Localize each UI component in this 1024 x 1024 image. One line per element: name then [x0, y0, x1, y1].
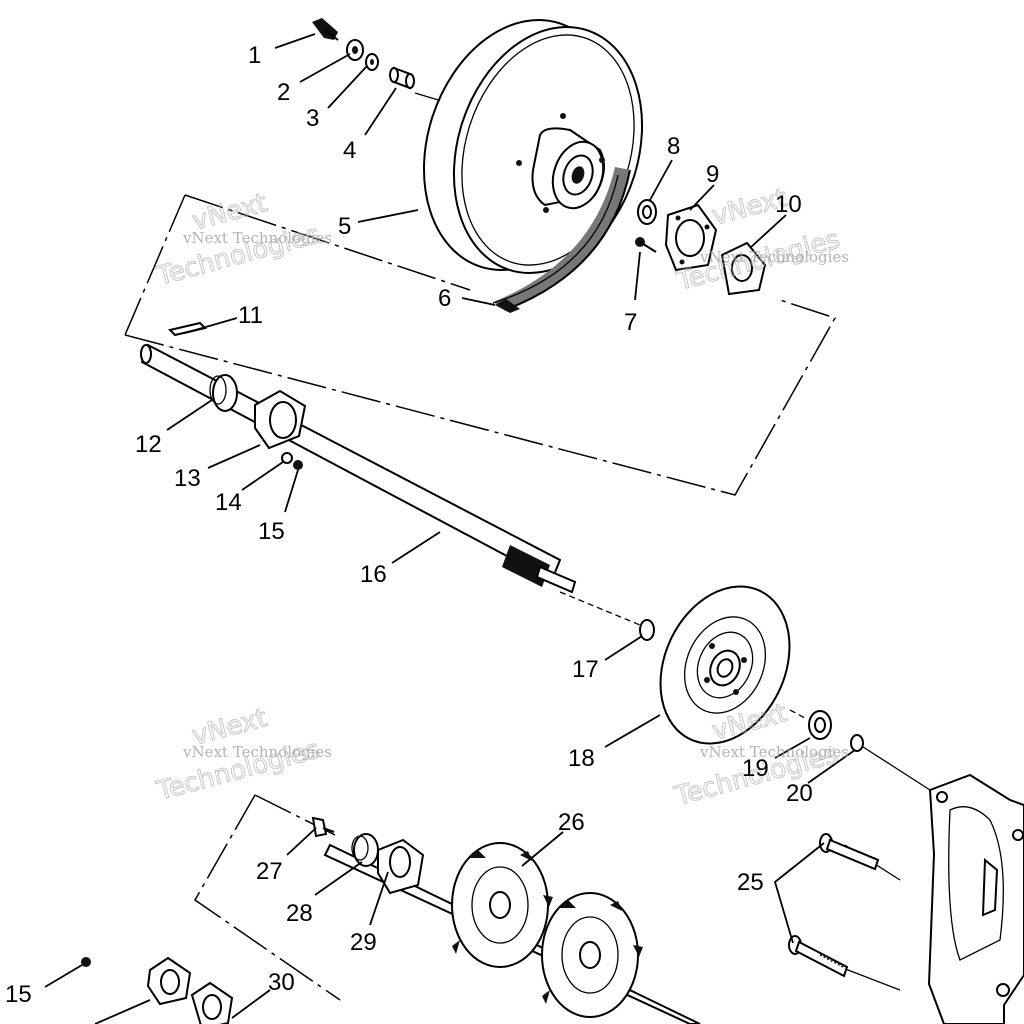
callout-6: 6 — [438, 285, 451, 312]
part-14-washer — [281, 452, 293, 464]
callout-17: 17 — [572, 656, 599, 683]
part-5-pulley — [422, 18, 644, 275]
callout-10: 10 — [775, 191, 802, 218]
callout-15: 15 — [258, 518, 285, 545]
callout-8: 8 — [667, 133, 680, 160]
part-2-washer — [346, 39, 364, 61]
callout-12: 12 — [135, 431, 162, 458]
part-7-screw — [635, 237, 657, 253]
watermark-small-text: vNext Technologies — [699, 248, 849, 266]
watermark-small-text: vNext Technologies — [699, 743, 849, 761]
callout-16: 16 — [360, 561, 387, 588]
part-26-track-sprocket-2 — [541, 892, 643, 1018]
watermark-group: vNext vNext Technologies Technologies vN… — [153, 183, 849, 813]
part-16-shaft — [140, 343, 577, 594]
callout-labels: 1 2 3 4 5 6 7 8 9 10 11 12 13 14 15 16 1… — [5, 42, 813, 1008]
callout-3: 3 — [306, 105, 319, 132]
callout-5: 5 — [338, 213, 351, 240]
chaincase-housing — [927, 773, 1024, 1024]
part-15-nut-lower — [81, 957, 91, 967]
callout-26: 26 — [558, 809, 585, 836]
callout-14: 14 — [215, 489, 242, 516]
upper-assembly-boundary — [124, 194, 837, 496]
part-3-lock-washer — [365, 53, 379, 71]
callout-25: 25 — [737, 869, 764, 896]
part-25-bolts — [788, 833, 880, 978]
callout-29: 29 — [350, 929, 377, 956]
part-9-bearing-flange — [664, 203, 718, 272]
callout-13: 13 — [174, 465, 201, 492]
part-6-chain — [492, 167, 631, 313]
watermark-small-text: vNext Technologies — [182, 743, 332, 761]
callout-18: 18 — [568, 745, 595, 772]
part-20-ring — [850, 734, 864, 752]
part-1-bolt — [312, 18, 339, 41]
callout-4: 4 — [343, 137, 356, 164]
part-29-flange — [377, 838, 425, 895]
part-4-spacer — [389, 66, 415, 90]
callout-15-lower: 15 — [5, 981, 32, 1008]
part-28-bearing — [351, 833, 379, 867]
part-13-flange-housing — [254, 389, 307, 450]
callout-30: 30 — [268, 969, 295, 996]
part-30-flange — [146, 956, 234, 1024]
part-15-nut — [293, 460, 303, 470]
callout-19: 19 — [742, 755, 769, 782]
part-17-snap-ring — [639, 619, 655, 641]
part-26-track-sprocket-1 — [451, 842, 553, 968]
watermark-small-text: vNext Technologies — [182, 229, 332, 247]
callout-9: 9 — [706, 161, 719, 188]
callout-1: 1 — [248, 42, 261, 69]
part-19-bearing — [808, 710, 832, 740]
part-8-washer — [637, 199, 657, 225]
part-10-plate — [720, 241, 767, 296]
callout-11: 11 — [238, 302, 263, 329]
part-18-brake-disc — [659, 585, 791, 745]
callout-2: 2 — [277, 79, 290, 106]
callout-27: 27 — [256, 858, 283, 885]
callout-7: 7 — [624, 309, 637, 336]
callout-28: 28 — [286, 900, 313, 927]
callout-20: 20 — [786, 780, 813, 807]
part-12-bearing — [209, 374, 238, 412]
leader-lines — [44, 33, 856, 1024]
